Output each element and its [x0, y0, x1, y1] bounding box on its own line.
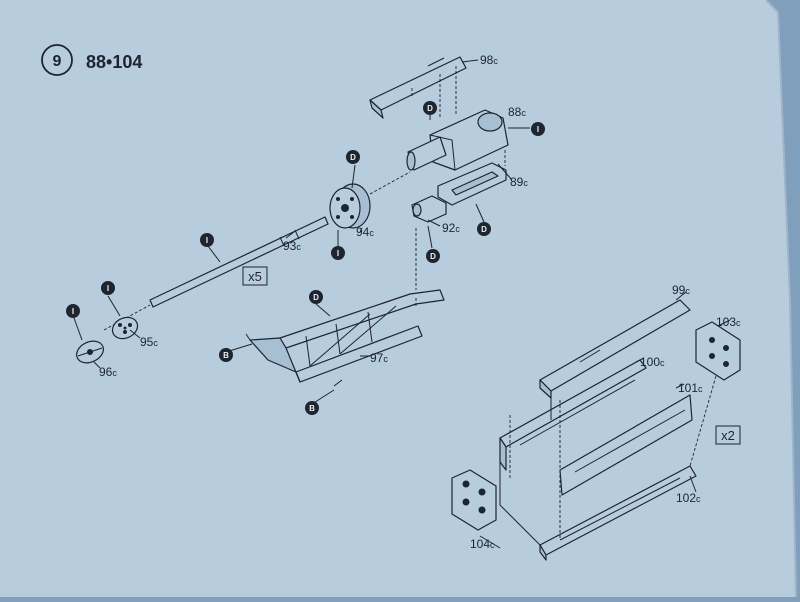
part-94-wheel [329, 171, 411, 229]
part-89-tray [437, 150, 507, 206]
label-94: 94c [356, 225, 374, 239]
svg-text:I: I [337, 249, 339, 258]
part-98-plate [369, 56, 467, 119]
label-88: 88c [508, 105, 526, 119]
part-95-gear [111, 316, 139, 340]
svg-text:D: D [350, 153, 356, 162]
part-102-rail [539, 465, 697, 561]
part-88-gearbox [406, 109, 530, 171]
label-100: 100c [640, 355, 665, 369]
marker-d-3: D [477, 222, 491, 236]
step-number-circle [41, 44, 73, 76]
svg-text:D: D [430, 252, 436, 261]
marker-b-2: B [305, 401, 319, 415]
svg-text:D: D [313, 293, 319, 302]
marker-b-1: B [219, 348, 233, 362]
svg-text:D: D [427, 104, 433, 113]
svg-text:I: I [206, 236, 208, 245]
label-89: 89c [510, 175, 528, 189]
quantity-x2-box: x2 [715, 425, 741, 445]
label-103: 103c [716, 315, 741, 329]
part-97-frame [245, 289, 445, 387]
svg-text:I: I [72, 307, 74, 316]
label-101: 101c [678, 381, 703, 395]
label-97: 97c [370, 351, 388, 365]
marker-i-3: I [200, 233, 214, 247]
marker-d-4: D [426, 249, 440, 263]
marker-d-5: D [309, 290, 323, 304]
step-number: 9 [53, 53, 62, 70]
marker-i-1: I [531, 122, 545, 136]
part-103-plate [695, 321, 741, 381]
label-104: 104c [470, 537, 495, 551]
label-92: 92c [442, 221, 460, 235]
marker-i-4: I [101, 281, 115, 295]
quantity-x2: x2 [721, 428, 735, 443]
part-92-bracket [411, 195, 447, 290]
part-101-panel [559, 394, 693, 496]
part-100-rail [499, 359, 647, 471]
marker-i-5: I [66, 304, 80, 318]
label-98: 98c [480, 53, 498, 67]
leader-lines [73, 59, 731, 549]
part-99-panel [539, 299, 691, 399]
panel-connectors [499, 375, 717, 546]
label-102: 102c [676, 491, 701, 505]
step-parts-range: 88•104 [86, 52, 142, 72]
marker-i-2: I [331, 246, 345, 260]
paper-edge [765, 0, 797, 598]
label-99: 99c [672, 283, 690, 297]
quantity-x5-box: x5 [242, 266, 268, 286]
marker-d-1: D [423, 101, 437, 115]
label-93: 93c [283, 239, 301, 253]
step-header: 9 88•104 [41, 44, 142, 76]
quantity-x5: x5 [248, 269, 262, 284]
part-104-plate [451, 469, 497, 531]
label-96: 96c [99, 365, 117, 379]
svg-text:B: B [309, 404, 315, 413]
svg-text:D: D [481, 225, 487, 234]
part-96-gear [76, 340, 104, 364]
svg-text:I: I [537, 125, 539, 134]
svg-text:B: B [223, 351, 229, 360]
marker-d-2: D [346, 150, 360, 164]
part-labels: 98c 88c 89c 92c 93c 94c 95c 96c 97c 99c … [99, 53, 741, 551]
label-95: 95c [140, 335, 158, 349]
svg-text:I: I [107, 284, 109, 293]
